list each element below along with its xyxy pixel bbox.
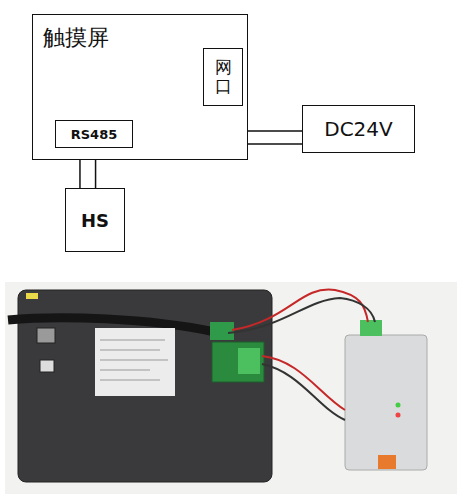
rs485-board [212, 342, 264, 382]
terminal-block [238, 348, 260, 374]
wire-line [241, 143, 302, 145]
nameplate [95, 328, 175, 396]
sticker [26, 293, 38, 299]
nameplate-lines [100, 340, 168, 380]
node-label: HS [81, 210, 109, 231]
black-wire [228, 298, 375, 333]
red-wire [262, 356, 345, 410]
node-label: DC24V [324, 117, 393, 141]
photo-ground [5, 282, 457, 494]
device-box: HS [65, 188, 125, 252]
interface-box: RS485 [55, 120, 133, 148]
usb-port [40, 360, 54, 372]
node-label: RS485 [71, 127, 118, 142]
led [396, 403, 401, 408]
wire [241, 144, 302, 145]
node-label: 触摸屏 [43, 23, 109, 53]
port-box: 网口 [203, 48, 243, 106]
node-label: 网口 [215, 58, 232, 95]
touchscreen-box: 触摸屏网口 RS485 [32, 14, 248, 160]
power-box: DC24V [302, 105, 415, 153]
power-connector [210, 322, 234, 340]
hs-module [345, 335, 427, 470]
ethernet-port [37, 328, 55, 343]
module-terminal-orange [378, 455, 396, 469]
module-terminal [360, 320, 382, 336]
black-wire [262, 364, 345, 420]
led [396, 413, 401, 418]
